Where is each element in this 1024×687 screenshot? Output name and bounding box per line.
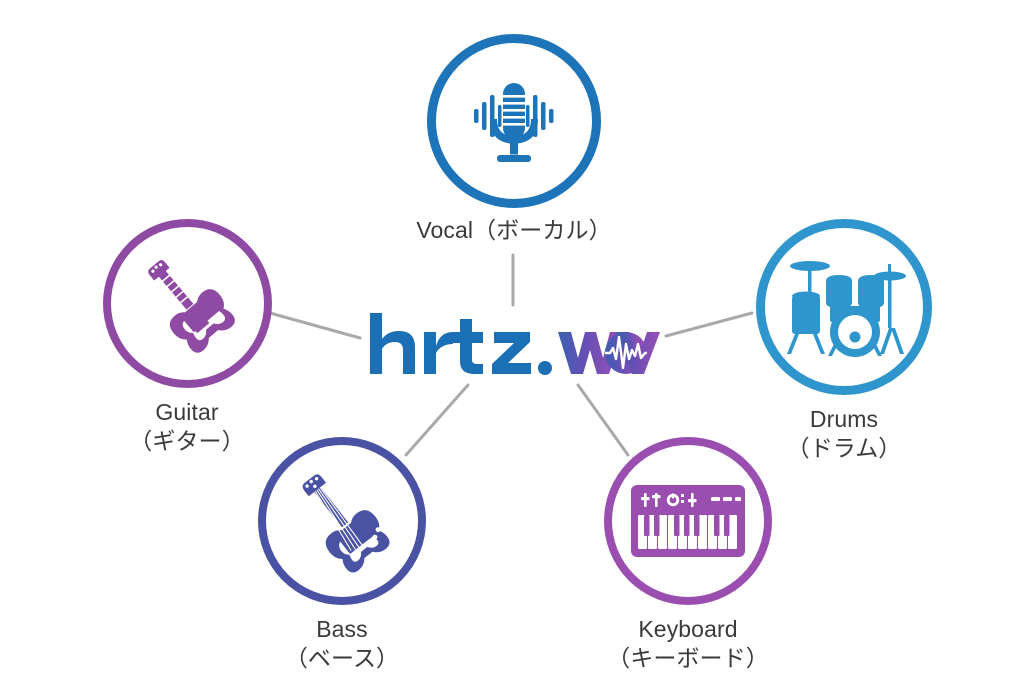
- node-vocal-label-en: Vocal: [416, 217, 474, 243]
- node-bass-label: Bass （ベース）: [285, 615, 399, 673]
- node-vocal[interactable]: Vocal（ボーカル）: [414, 34, 614, 245]
- node-keyboard-label-en: Keyboard: [638, 616, 738, 642]
- electric-guitar-icon: [148, 259, 235, 353]
- node-keyboard[interactable]: Keyboard （キーボード）: [588, 437, 788, 673]
- node-guitar-label: Guitar （ギター）: [129, 398, 245, 456]
- node-drums-label-en: Drums: [809, 406, 879, 432]
- node-drums-circle[interactable]: [756, 219, 932, 395]
- audio-waveform-icon: [605, 335, 647, 370]
- microphone-icon: [474, 83, 554, 162]
- node-keyboard-circle[interactable]: [604, 437, 772, 605]
- drum-kit-icon: [787, 261, 906, 357]
- node-bass[interactable]: Bass （ベース）: [242, 437, 442, 673]
- node-bass-label-jp: （ベース）: [284, 645, 400, 672]
- node-guitar[interactable]: Guitar （ギター）: [87, 219, 287, 456]
- node-keyboard-label: Keyboard （キーボード）: [607, 615, 769, 673]
- node-bass-circle[interactable]: [258, 437, 426, 605]
- node-drums[interactable]: Drums （ドラム）: [744, 219, 944, 463]
- node-guitar-label-en: Guitar: [155, 399, 219, 425]
- midi-keyboard-icon: [631, 485, 745, 557]
- logo-text-hrtz: [370, 313, 552, 375]
- node-vocal-label: Vocal（ボーカル）: [416, 216, 611, 245]
- node-bass-label-en: Bass: [316, 616, 368, 642]
- node-guitar-label-jp: （ギター）: [129, 428, 245, 455]
- node-vocal-label-jp: （ボーカル）: [473, 217, 612, 243]
- node-drums-label: Drums （ドラム）: [787, 405, 902, 463]
- node-keyboard-label-jp: （キーボード）: [607, 645, 769, 672]
- node-drums-label-jp: （ドラム）: [786, 435, 902, 462]
- bass-guitar-icon: [302, 474, 390, 573]
- node-guitar-circle[interactable]: [102, 219, 272, 388]
- node-vocal-circle[interactable]: [427, 34, 601, 208]
- center-logo[interactable]: [342, 302, 682, 388]
